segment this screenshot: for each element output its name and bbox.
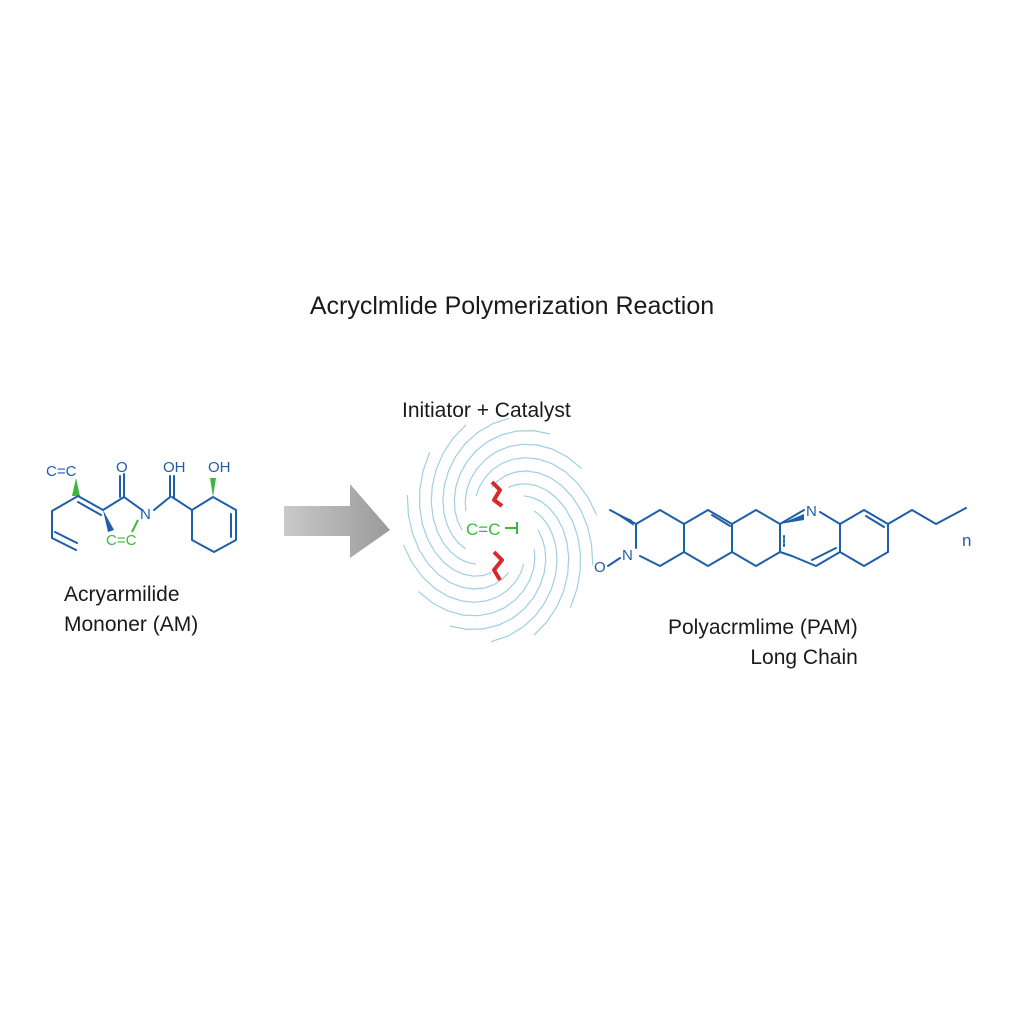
monomer-atom-cc-top: C=C <box>46 463 77 480</box>
swirl-arc <box>430 424 477 565</box>
polymer-label: Polyacrmlime (PAM) Long Chain <box>668 613 858 673</box>
swirl-arc <box>449 529 547 631</box>
swirl-arc <box>475 457 598 516</box>
polymer-repeat-n: n <box>962 531 971 550</box>
polymer-structure: N O N n <box>594 503 971 576</box>
monomer-atom-o: O <box>116 459 128 476</box>
monomer-atom-oh1: OH <box>163 459 186 476</box>
swirl-arc <box>464 443 582 512</box>
initiator-core: C=C <box>466 480 518 582</box>
monomer-green-wedge <box>72 478 80 496</box>
monomer-atom-cc-green: C=C <box>106 532 137 549</box>
monomer-label-line2: Mononer (AM) <box>64 613 199 636</box>
monomer-label-line1: Acryarmilide <box>64 583 180 606</box>
monomer-label: Acryarmilide Mononer (AM) <box>64 580 198 640</box>
swirl-arc <box>508 483 581 608</box>
polymer-label-line1: Polyacrmlime (PAM) <box>668 616 858 639</box>
monomer-structure: C=C O N C=C OH OH <box>46 459 237 553</box>
swirl-arc <box>490 510 558 643</box>
swirl-arc <box>453 429 551 531</box>
polymer-label-line2: Long Chain <box>750 646 858 669</box>
reaction-arrow <box>284 484 390 558</box>
polymer-atom-o-left: O <box>594 559 606 576</box>
swirl-arc <box>406 495 509 590</box>
swirl-arc <box>491 470 594 565</box>
monomer-atom-n: N <box>140 506 151 523</box>
polymer-atom-n-left: N <box>622 547 633 564</box>
swirl-arc <box>442 417 510 550</box>
polymer-atom-n-top: N <box>806 503 817 520</box>
initiator-label: Initiator + Catalyst <box>402 399 571 422</box>
swirl-arc <box>402 544 525 603</box>
diagram-title: Acryclmlide Polymerization Reaction <box>309 292 715 320</box>
catalyst-swirl <box>402 417 598 643</box>
monomer-atom-oh2: OH <box>208 459 231 476</box>
initiator-core-text: C=C <box>466 520 500 539</box>
swirl-arc <box>418 548 536 617</box>
swirl-arc <box>523 495 570 636</box>
swirl-arc <box>419 452 492 577</box>
